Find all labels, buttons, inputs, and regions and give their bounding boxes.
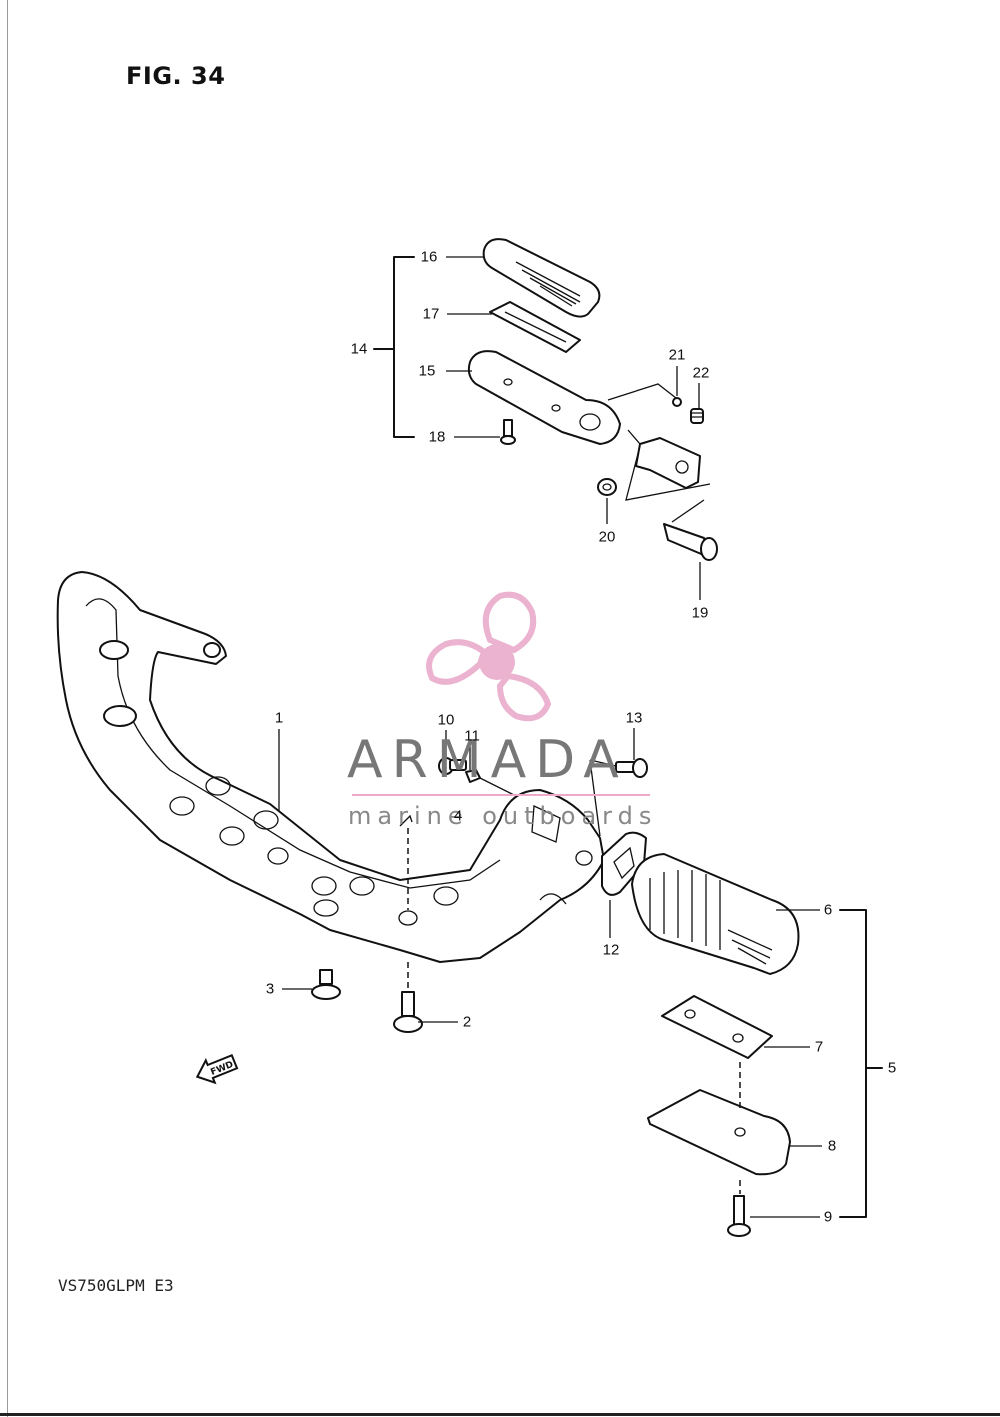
callout-4: 4 — [453, 807, 463, 825]
callout-13: 13 — [625, 709, 643, 727]
callout-15: 15 — [418, 362, 436, 380]
footrest-8 — [647, 1089, 791, 1176]
callout-2: 2 — [462, 1013, 472, 1031]
spring-22 — [690, 408, 704, 424]
callout-18: 18 — [428, 428, 446, 446]
bolt-3 — [311, 969, 341, 1000]
part-4-pin — [399, 814, 413, 827]
callout-1: 1 — [274, 709, 284, 727]
screw-18 — [500, 419, 516, 445]
scan-edge-left — [7, 0, 8, 1417]
callout-10: 10 — [437, 711, 455, 729]
callout-9: 9 — [823, 1208, 833, 1226]
bolt-10 — [438, 757, 467, 775]
callout-21: 21 — [668, 346, 686, 364]
fwd-arrow-icon: FWD — [195, 1053, 239, 1085]
bolt-19 — [663, 523, 718, 561]
watermark-brand: ARMADA — [347, 730, 628, 790]
guide-lines-13 — [479, 759, 617, 837]
callout-20: 20 — [598, 528, 616, 546]
footrest-rubber-16 — [482, 238, 601, 318]
callout-14: 14 — [350, 340, 368, 358]
footrest-plate-17 — [489, 301, 581, 353]
callout-11: 11 — [464, 727, 480, 745]
armada-logo-icon — [426, 591, 552, 722]
screw-9 — [727, 1195, 751, 1237]
assembly-guide-lines-upper — [607, 383, 711, 523]
callout-12: 12 — [602, 941, 620, 959]
callout-5: 5 — [887, 1059, 897, 1077]
bolt-13 — [615, 758, 648, 778]
callout-22: 22 — [692, 364, 710, 382]
model-code: VS750GLPM E3 — [58, 1276, 174, 1295]
callout-16: 16 — [420, 248, 438, 266]
footrest-bracket-upper — [635, 437, 701, 489]
figure-title: FIG. 34 — [126, 62, 226, 90]
footrest-plate-7 — [661, 995, 773, 1059]
scan-edge-bottom — [0, 1413, 1000, 1416]
callout-8: 8 — [827, 1137, 837, 1155]
watermark-tagline: marine outboards — [348, 802, 658, 830]
callout-6: 6 — [823, 901, 833, 919]
footrest-15 — [467, 350, 621, 445]
callout-7: 7 — [814, 1038, 824, 1056]
footrest-rubber-6 — [631, 853, 800, 975]
ball-21 — [672, 397, 682, 407]
callout-19: 19 — [691, 604, 709, 622]
callout-17: 17 — [422, 305, 440, 323]
callout-3: 3 — [265, 980, 275, 998]
callout-leaders — [278, 256, 883, 1218]
washer-20 — [597, 478, 617, 496]
bolt-2 — [393, 991, 423, 1033]
bracket-1 — [56, 571, 605, 963]
